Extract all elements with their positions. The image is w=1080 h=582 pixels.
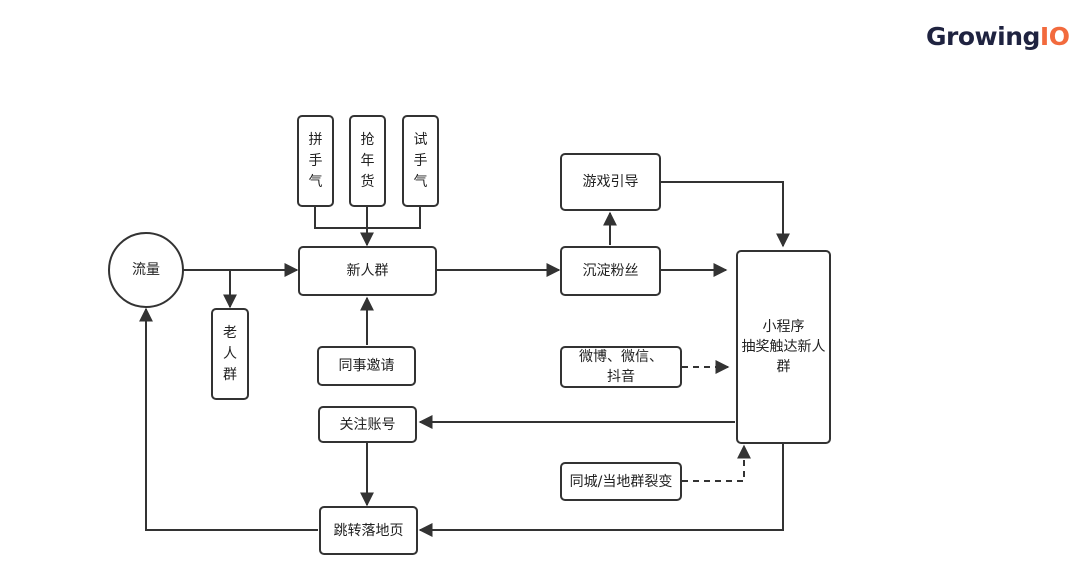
node-pin-shouqi: 拼 手 气 [297,115,334,207]
node-old-users: 老 人 群 [211,308,249,400]
edge-landing-traffic [139,307,318,531]
node-mini-program: 小程序 抽奖触达新人 群 [736,250,831,444]
node-shi-shouqi: 试 手 气 [402,115,439,207]
node-weibo-wechat-douyin: 微博、微信、 抖音 [560,346,682,388]
node-fans: 沉淀粉丝 [560,246,661,296]
growingio-logo: GrowingIO [926,22,1070,51]
edge-mini-landing [418,444,784,537]
node-colleague-invite: 同事邀请 [317,346,416,386]
node-game-guide: 游戏引导 [560,153,661,211]
node-new-users: 新人群 [298,246,437,296]
node-qiang-nianhuo: 抢 年 货 [349,115,386,207]
node-landing-page: 跳转落地页 [319,506,418,555]
node-traffic: 流量 [108,232,184,308]
node-follow-account: 关注账号 [318,406,417,443]
edge-game-mini [661,181,790,248]
node-city-group: 同城/当地群裂变 [560,462,682,501]
edge-city-mini [682,444,751,482]
